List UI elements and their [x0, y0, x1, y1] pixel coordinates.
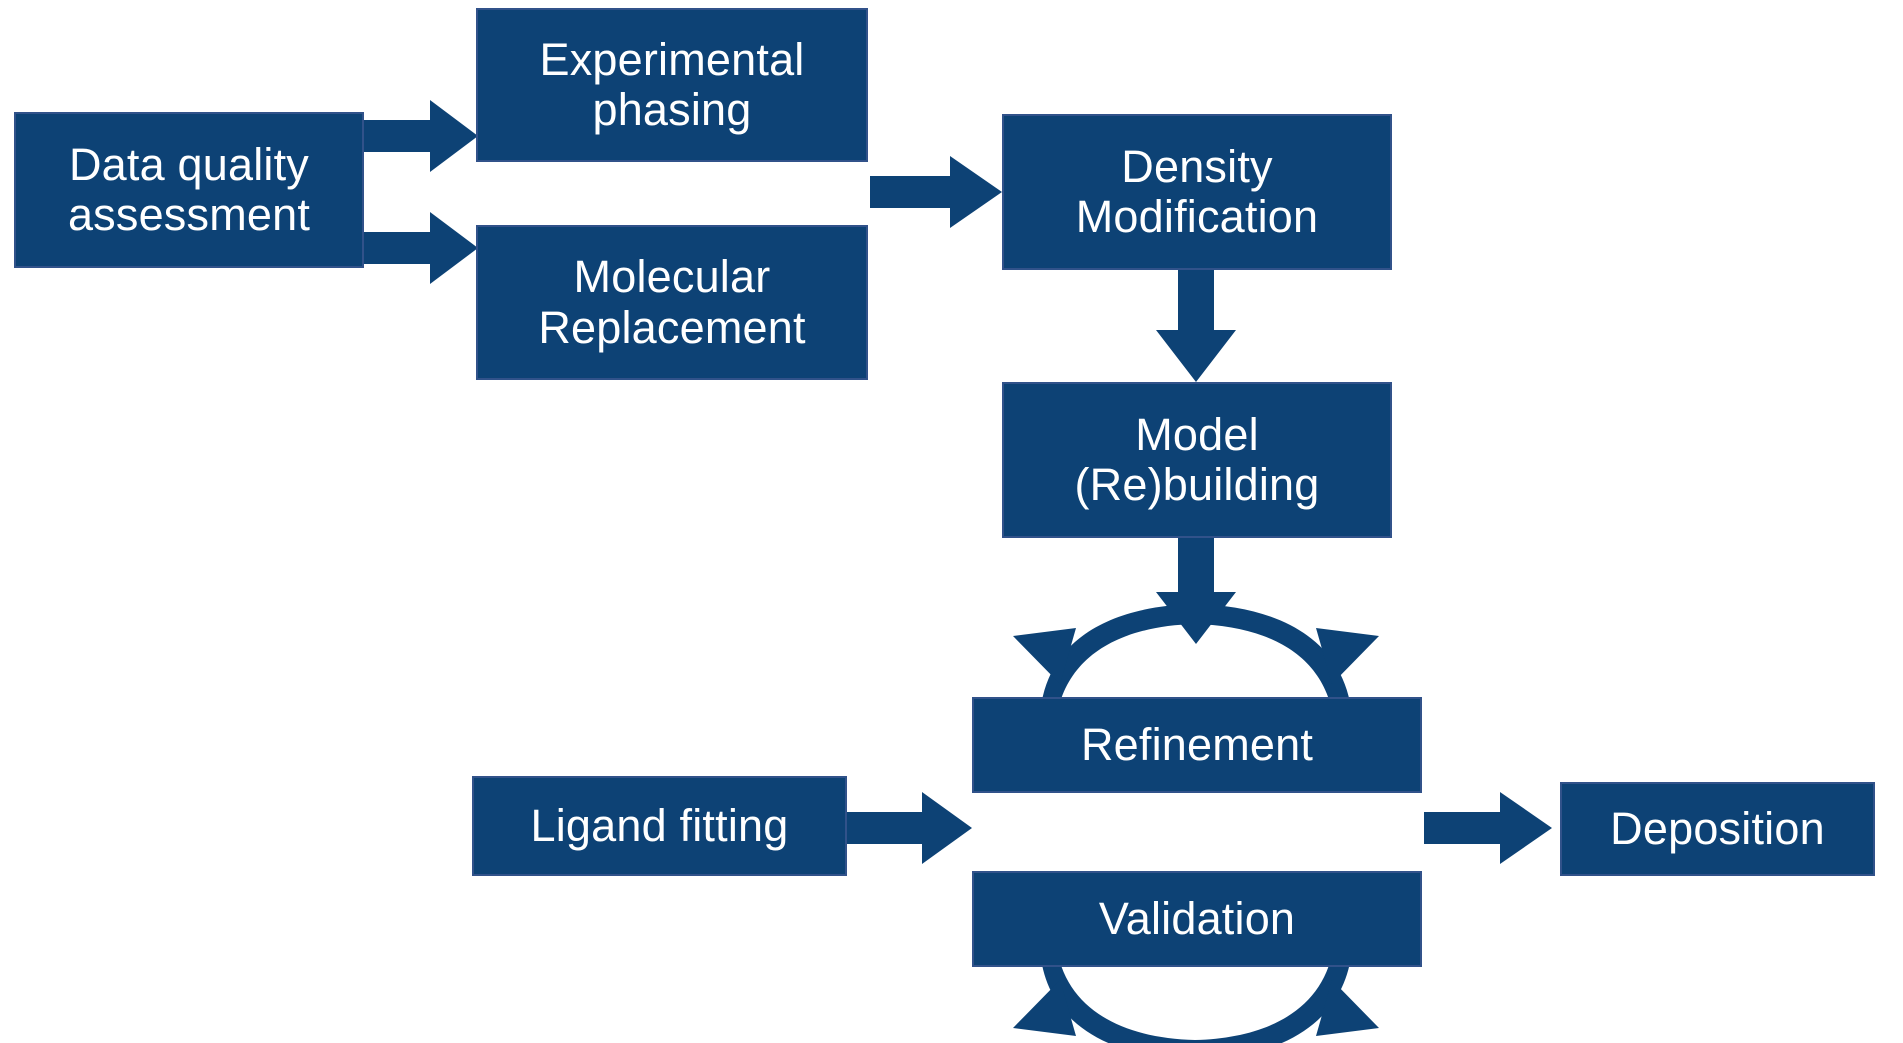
- cycle-bottom-right-arrowhead: [1316, 980, 1379, 1036]
- arrow-phasing-to-density-modification: [870, 156, 1002, 228]
- node-density-modification[interactable]: Density Modification: [1002, 114, 1392, 270]
- arrow-ligand-fitting-to-cycle: [847, 792, 972, 864]
- node-ligand-fitting[interactable]: Ligand fitting: [472, 776, 847, 876]
- node-validation[interactable]: Validation: [972, 871, 1422, 967]
- arrow-cycle-to-deposition: [1424, 792, 1552, 864]
- node-model-rebuilding[interactable]: Model (Re)building: [1002, 382, 1392, 538]
- cycle-top-right-arrowhead: [1316, 628, 1379, 684]
- node-refinement[interactable]: Refinement: [972, 697, 1422, 793]
- node-experimental-phasing[interactable]: Experimental phasing: [476, 8, 868, 162]
- cycle-bottom-left-arrowhead: [1013, 980, 1076, 1036]
- arrow-density-modification-to-model-rebuilding: [1156, 270, 1236, 382]
- arrow-data-quality-to-experimental-phasing: [364, 100, 478, 172]
- node-data-quality-assessment[interactable]: Data quality assessment: [14, 112, 364, 268]
- cycle-top-left-arrowhead: [1013, 628, 1076, 684]
- node-molecular-replacement[interactable]: Molecular Replacement: [476, 225, 868, 380]
- arrow-model-rebuilding-to-cycle: [1156, 538, 1236, 644]
- arrow-data-quality-to-molecular-replacement: [364, 212, 478, 284]
- node-deposition[interactable]: Deposition: [1560, 782, 1875, 876]
